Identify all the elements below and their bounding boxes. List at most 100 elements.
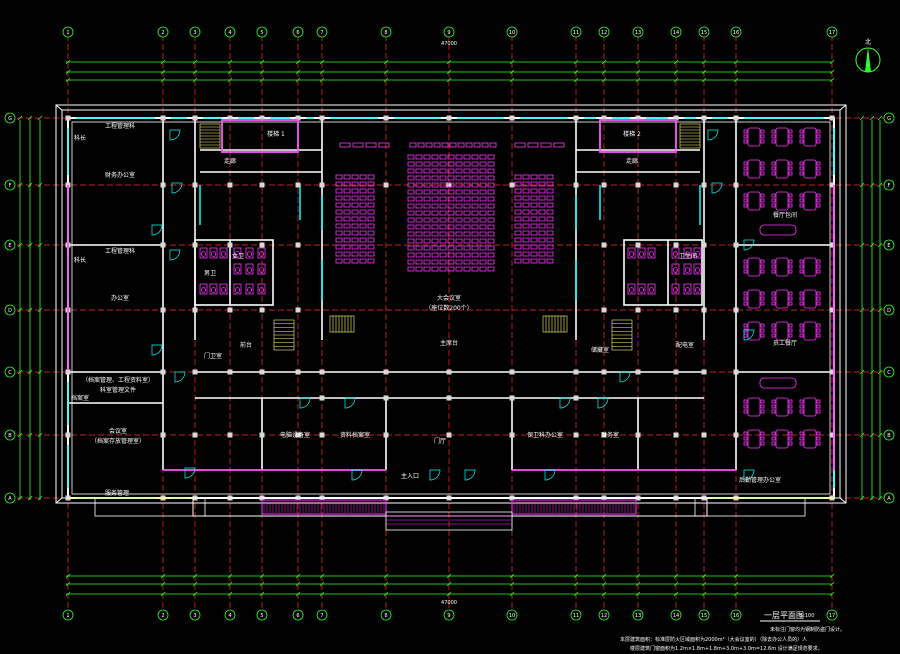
door-swing [344,397,356,409]
door-swing [299,397,311,409]
dining-table [747,289,761,309]
seat [538,237,546,243]
seat [359,244,367,250]
seat [335,174,343,180]
seat [447,189,455,195]
seat [463,217,471,223]
seat [530,181,538,187]
dimension-tick [673,581,679,587]
column [573,182,579,188]
seat [431,217,439,223]
seat [423,252,431,258]
door-swing [151,344,163,356]
room-label: 保卫科办公室 [527,431,563,439]
toilet-bowl [247,267,252,273]
dimension-tick [37,242,43,248]
dining-chair [771,129,776,134]
dimension-tick [295,581,301,587]
seat [447,175,455,181]
seat [423,196,431,202]
seat [335,202,343,208]
seat [415,196,423,202]
dimension-tick [27,115,33,121]
seat [455,224,463,230]
seat [455,161,463,167]
total-width-label-bottom: 47000 [441,600,457,606]
dimension-tick [17,115,23,121]
column [227,182,233,188]
seat [487,259,495,265]
seat [471,175,479,181]
seat [447,224,455,230]
column [65,432,71,438]
seat [455,245,463,251]
column [259,242,265,248]
axis-bubble-label: 9 [447,613,450,619]
dimension-tick [859,242,865,248]
dining-chair [743,404,748,409]
seat [471,154,479,160]
seat [431,224,439,230]
door-swing [171,182,183,194]
toilet-bowl [673,287,678,293]
seat [439,203,447,209]
dimension-tick [509,59,515,65]
axis-bubble [62,609,74,621]
room-label: （档案存放管理室） [91,437,145,445]
dining-table [803,127,817,147]
seat [423,245,431,251]
seat [447,154,455,160]
dimension-tick [601,77,607,83]
room-label: 男卫 [204,270,216,277]
dining-chair [788,441,793,446]
dining-chair [771,436,776,441]
dimension-tick [877,115,883,121]
seat [359,251,367,257]
dining-chair [771,134,776,139]
seat [455,196,463,202]
dining-chair [743,134,748,139]
seat [415,203,423,209]
dimension-tick [869,242,875,248]
seat [431,161,439,167]
dimension-tick [635,581,641,587]
seat [479,210,487,216]
seat [455,238,463,244]
axis-bubble-label: C [8,370,12,376]
dining-chair [788,323,793,328]
seat [351,244,359,250]
axis-bubble [698,26,710,38]
room-label: 主入口 [401,472,419,480]
seat [463,203,471,209]
dining-chair [760,399,765,404]
axis-bubble [826,26,838,38]
dimension-tick [877,495,883,501]
column [829,115,835,121]
column [701,242,707,248]
axis-bubble [883,112,895,124]
column [383,115,389,121]
axis-bubble [506,26,518,38]
door-swing [559,397,571,409]
column [295,242,301,248]
column [673,115,679,121]
toilet-bowl [649,287,654,293]
dining-chair [760,203,765,208]
seat [471,210,479,216]
dining-chair [771,291,776,296]
dimension-tick [227,69,233,75]
column [295,432,301,438]
seat [479,238,487,244]
column [673,182,679,188]
room-label: 工程管理科 [105,122,135,130]
axis-bubble-label: 13 [635,613,641,619]
seat [343,230,351,236]
door-swing [707,129,719,141]
axis-bubble [698,609,710,621]
seat [514,258,522,264]
seat [339,142,351,148]
dining-table [747,191,761,211]
seat [351,237,359,243]
seat [481,142,489,148]
entrance-platform [68,497,834,531]
